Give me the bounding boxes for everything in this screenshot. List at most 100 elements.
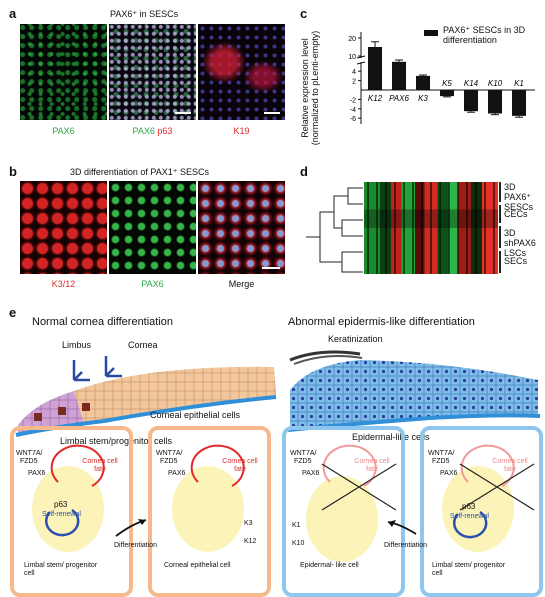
cornea-fate-label: Cornea cell fate <box>222 458 258 473</box>
y-tick-label: 10 <box>348 54 356 61</box>
cornea-fate-label: Cornea cell fate <box>492 458 528 473</box>
scale-bar <box>264 112 280 114</box>
cell-name: Corneal epithelial cell <box>164 562 231 569</box>
caption-a-k19: K19 <box>233 126 250 136</box>
caption-a-pax6-p63: PAX6 p63 <box>109 126 196 136</box>
caption-a-pax6-2: PAX6 <box>132 126 155 136</box>
bar <box>392 61 406 90</box>
heatmap-row-bracket <box>499 251 501 273</box>
self-renewal-label: Self-renewal <box>42 511 81 518</box>
k1-label: K1 <box>292 522 301 529</box>
bar <box>368 47 382 90</box>
y-tick-label: -6 <box>350 116 356 123</box>
keratinization-label: Keratinization <box>328 334 383 344</box>
signaling-diagram <box>45 444 535 539</box>
wnt-label: WNT7A/ <box>16 450 43 457</box>
cornea-fate-label: Cornea cell fate <box>82 458 118 473</box>
y-tick-label: 4 <box>352 69 356 76</box>
micrograph-k19 <box>198 24 285 120</box>
p63-label: p63 <box>54 500 68 509</box>
k10-label: K10 <box>292 540 305 547</box>
heatmap-row-bracket <box>499 182 501 202</box>
heatmap-row-label: SECs <box>504 256 528 266</box>
wnt-label: WNT7A/ <box>428 450 455 457</box>
abnormal-tissue <box>287 350 541 432</box>
micrograph-k3-12 <box>20 181 107 274</box>
cell-name: Limbal stem/ progenitor cell <box>432 562 506 577</box>
category-label: K12 <box>368 94 383 103</box>
category-label: K5 <box>442 79 452 88</box>
heatmap-row-bracket <box>499 205 501 223</box>
nucleus <box>442 466 514 552</box>
k3-label: K3 <box>244 520 253 527</box>
heatmap-row-label: 3D shPAX6 LSCs <box>504 228 536 258</box>
nucleus <box>306 476 378 562</box>
limbus-label: Limbus <box>62 340 92 350</box>
differentiation-label: Differentiation <box>384 542 428 549</box>
axis-break <box>356 61 366 65</box>
p63-label: p63 <box>462 502 476 511</box>
wnt-label: WNT7A/ <box>290 450 317 457</box>
cornea-fate-label: Cornea cell fate <box>354 458 390 473</box>
nucleus <box>172 466 244 552</box>
panel-e-label: e <box>9 305 17 320</box>
bar <box>512 90 526 116</box>
legend-label: PAX6⁺ SESCs in 3D differentiation <box>443 25 526 45</box>
caption-b-merge: Merge <box>228 279 255 289</box>
cell-name: Epidermal- like cell <box>300 562 359 569</box>
k12-label: K12 <box>244 538 257 545</box>
category-label: K14 <box>464 79 479 88</box>
micrograph-pax6 <box>20 24 107 120</box>
limbal-stem-label: Limbal stem/progenitor cells <box>60 436 173 446</box>
pax6-label: PAX6 <box>168 470 186 477</box>
bar <box>488 90 502 114</box>
category-label: K3 <box>418 94 428 103</box>
heatmap <box>364 182 498 274</box>
heatmap-row-label: 3D PAX6⁺ SESCs <box>504 182 534 212</box>
epidermal-like-label: Epidermal-like cells <box>352 432 430 442</box>
left-title: Normal cornea differentiation <box>32 316 174 328</box>
caption-a-pax6: PAX6 <box>52 126 75 136</box>
fzd-label: FZD5 <box>294 458 312 465</box>
fzd-label: FZD5 <box>20 458 38 465</box>
y-tick-label: 2 <box>352 79 356 86</box>
legend-swatch <box>424 30 438 36</box>
corneal-epithelial-label: Corneal epithelial cells <box>150 410 241 420</box>
scale-bar <box>175 112 191 114</box>
cell-name: Limbal stem/ progenitor cell <box>24 562 98 577</box>
fzd-label: FZD5 <box>432 458 450 465</box>
nucleus <box>32 466 104 552</box>
category-label: PAX6 <box>389 94 409 103</box>
fzd-label: FZD5 <box>160 458 178 465</box>
panel-b-label: b <box>9 164 17 179</box>
heatmap-row-label: CECs <box>504 209 528 219</box>
panel-b-title: 3D differentiation of PAX1⁺ SESCs <box>70 167 209 177</box>
y-axis-label: Relative expression level (normalized to… <box>300 30 320 146</box>
wnt-label: WNT7A/ <box>156 450 183 457</box>
bar <box>464 90 478 112</box>
axis-arrows-icon <box>72 356 122 382</box>
scale-bar <box>262 267 280 269</box>
micrograph-pax6-b <box>109 181 196 274</box>
pax6-label: PAX6 <box>302 470 320 477</box>
micrograph-merge <box>198 181 285 274</box>
bar <box>440 90 454 97</box>
caption-b-pax6: PAX6 <box>141 279 164 289</box>
self-renewal-label: Self-renewal <box>450 513 489 520</box>
panel-a-label: a <box>9 6 17 21</box>
bar <box>416 75 430 90</box>
differentiation-label: Differentiation <box>114 542 158 549</box>
pax6-label: PAX6 <box>28 470 46 477</box>
category-label: K10 <box>488 79 503 88</box>
pax6-label: PAX6 <box>440 470 458 477</box>
panel-d-label: d <box>300 164 308 179</box>
micrograph-pax6-p63 <box>109 24 196 120</box>
heatmap-row-bracket <box>499 226 501 248</box>
normal-cornea-tissue <box>15 366 277 437</box>
caption-b-k3-12: K3/12 <box>51 279 76 289</box>
right-title: Abnormal epidermis-like differentiation <box>288 316 475 328</box>
caption-a-p63: p63 <box>157 126 173 136</box>
y-tick-label: -2 <box>350 97 356 104</box>
panel-a-title: PAX6⁺ in SESCs <box>110 9 179 19</box>
